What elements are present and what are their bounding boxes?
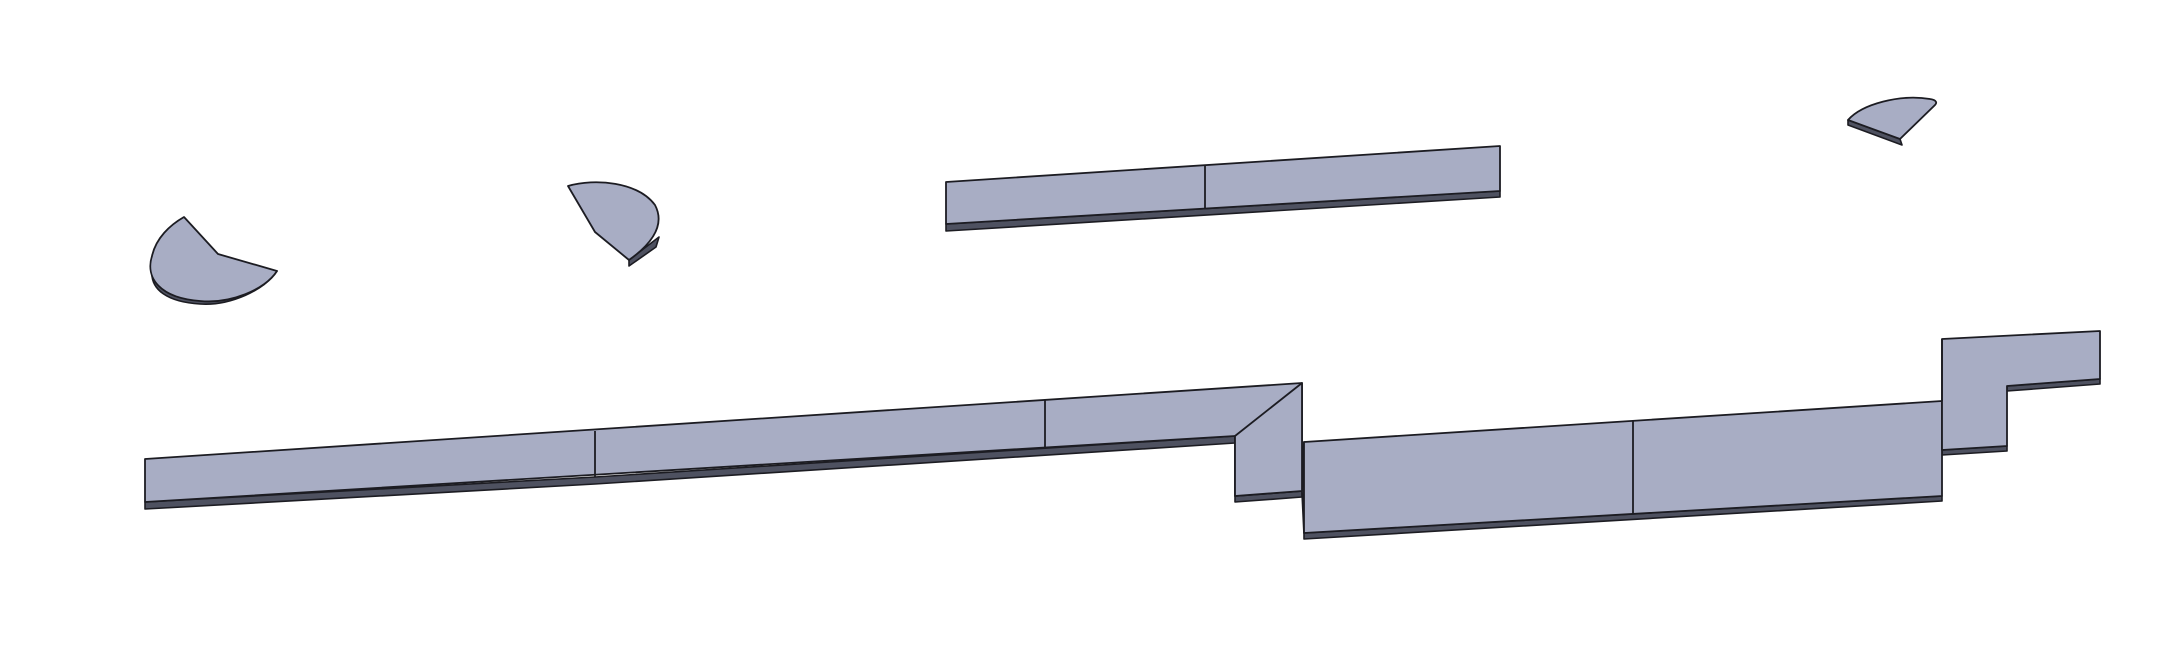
- upper-plate-part[interactable]: [945, 145, 1501, 232]
- pie-sector-part-2[interactable]: [567, 181, 660, 267]
- pie-sector-part-1[interactable]: [149, 216, 278, 305]
- lower-stepped-plate-part[interactable]: [144, 330, 2101, 540]
- pie-sector-part-3[interactable]: [1847, 96, 1938, 146]
